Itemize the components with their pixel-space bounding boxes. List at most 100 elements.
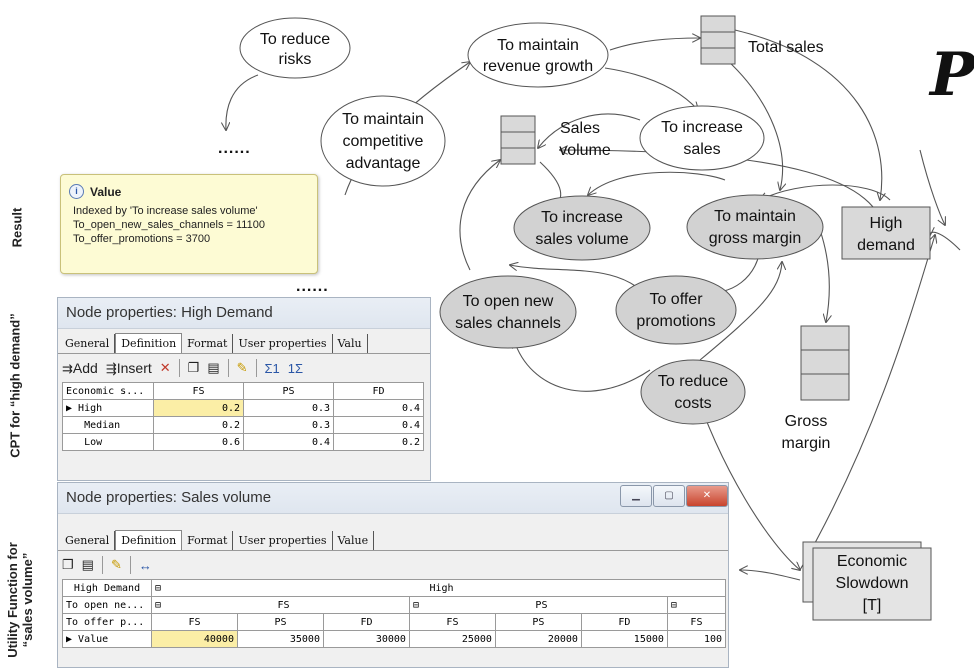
table-row: Median 0.2 0.3 0.4 [62,416,424,434]
high-demand-node[interactable] [841,206,931,260]
cpt-cell[interactable]: 0.2 [153,399,244,417]
toolbar-separator [178,359,180,377]
cpt-cell[interactable]: 0.4 [243,433,334,451]
minimize-icon[interactable]: ▁ [620,485,652,507]
copy-icon[interactable]: ❐ [187,360,200,375]
node-increase-sales-line1: To increase [661,119,743,136]
economic-slowdown-line3: [T] [863,597,882,614]
utility-cell[interactable]: 25000 [408,630,496,648]
collapse-icon[interactable]: ⊟ [155,599,162,611]
add-button[interactable]: ⇉Add [62,360,98,377]
collapse-icon[interactable]: ⊟ [412,599,419,611]
utility-table: High Demand ⊟ High To open ne... ⊟FS ⊟PS… [62,579,727,648]
sales-volume-label-line2: volume [559,142,611,159]
tab-general[interactable]: General [60,334,116,353]
total-sales-label: Total sales [748,39,824,56]
node-maintain-gross-margin[interactable] [686,194,824,260]
total-sales-node[interactable] [700,15,736,65]
node-reduce-costs[interactable] [640,359,746,425]
node-revenue-growth-line2: revenue growth [483,58,593,75]
node-competitive-advantage[interactable] [320,95,446,187]
toolbar-separator [129,556,131,574]
close-icon[interactable]: ✕ [686,485,728,507]
tab-format[interactable]: Format [182,334,234,353]
utility-cell[interactable]: 20000 [494,630,582,648]
delete-row-icon[interactable]: ✕ [159,360,171,375]
gross-margin-node[interactable] [800,325,850,401]
cpt-cell[interactable]: 0.2 [333,433,424,451]
tooltip-header: i Value [69,184,317,199]
wand-icon[interactable]: ✎ [110,557,122,572]
utility-group-text: High [429,582,454,594]
node-reduce-costs-line2: costs [674,395,711,412]
utility-cell[interactable]: 40000 [151,630,238,648]
info-icon: i [69,184,84,199]
toolbar-separator [227,359,229,377]
node-increase-volume-line1: To increase [541,209,623,226]
tab-value[interactable]: Valu [333,334,368,353]
paste-icon[interactable]: ▤ [81,557,94,572]
insert-button[interactable]: ⇶Insert [106,360,152,377]
collapse-icon[interactable]: ⊟ [155,582,162,594]
node-new-channels-line2: sales channels [455,315,561,332]
utility-cell[interactable]: 30000 [322,630,410,648]
cpt-cell[interactable]: 0.6 [153,433,244,451]
collapse-icon[interactable]: ⊟ [670,599,677,611]
tooltip-line-2: To_open_new_sales_channels = 11100 [73,219,265,231]
utility-group-cell: ⊟FS [151,596,410,614]
table-row: To open ne... ⊟FS ⊟PS ⊟ [62,596,727,614]
cpt-cell[interactable]: 0.3 [243,416,334,434]
node-reduce-risks-line2: risks [279,51,312,68]
tab-value[interactable]: Value [333,531,375,550]
tab-user-properties[interactable]: User properties [233,531,333,550]
cpt-cell[interactable]: 0.4 [333,416,424,434]
tab-user-properties[interactable]: User properties [233,334,333,353]
table-row: Low 0.6 0.4 0.2 [62,433,424,451]
table-row: To offer p... FS PS FD FS PS FD FS [62,613,727,631]
high-demand-tabs: General Definition Format User propertie… [58,329,430,354]
utility-cell[interactable]: 35000 [236,630,324,648]
sum-icon[interactable]: Σ1 [264,360,280,376]
tab-definition[interactable]: Definition [115,530,183,550]
utility-cell[interactable]: 15000 [580,630,668,648]
node-open-new-sales-channels[interactable] [439,275,577,349]
node-increase-sales-line2: sales [683,141,720,158]
fit-columns-icon[interactable]: ↔ [138,557,152,573]
utility-group-cell: ⊟PS [408,596,668,614]
utility-cell[interactable]: 100 [666,630,727,648]
node-gross-margin-obj-line1: To maintain [714,208,796,225]
cpt-cell[interactable]: 0.2 [153,416,244,434]
tab-definition[interactable]: Definition [115,333,183,353]
utility-group-cell: ⊟ High [151,579,726,597]
decision-nodes: To increase sales volume To maintain gro… [439,194,824,425]
sales-volume-node[interactable] [500,115,536,165]
tab-general[interactable]: General [60,531,116,550]
node-offer-promotions[interactable] [615,275,737,345]
tooltip-line-3: To_offer_promotions = 3700 [73,233,211,245]
cpt-cell[interactable]: 0.3 [243,399,334,417]
node-increase-sales[interactable] [639,105,765,171]
side-label-utility-line1: Utility Function for [5,542,20,658]
cpt-cell[interactable]: 0.4 [333,399,424,417]
sales-volume-label-line1: Sales [560,120,600,137]
utility-row-label: ▶ Value [62,630,152,648]
economic-slowdown-node[interactable] [802,541,932,621]
maximize-icon[interactable]: ▢ [653,485,685,507]
wand-icon[interactable]: ✎ [236,360,248,375]
high-demand-line2: demand [857,237,915,254]
node-reduce-risks[interactable] [239,17,351,79]
copy-icon[interactable]: ❐ [62,557,74,572]
cpt-header-row: Economic s... FS PS FD [62,382,424,400]
cpt-header-cell: FS [153,382,244,400]
paste-icon[interactable]: ▤ [207,360,220,375]
node-increase-sales-volume[interactable] [513,195,651,261]
normalize-icon[interactable]: 1Σ [287,360,304,376]
node-offer-promotions-line2: promotions [636,313,715,330]
cpt-header-cell: Economic s... [62,382,154,400]
tab-format[interactable]: Format [182,531,234,550]
utility-header-cell: PS [236,613,324,631]
node-revenue-growth[interactable] [467,22,609,88]
utility-row-label: To offer p... [62,613,152,631]
table-row: ▶ High 0.2 0.3 0.4 [62,399,424,417]
